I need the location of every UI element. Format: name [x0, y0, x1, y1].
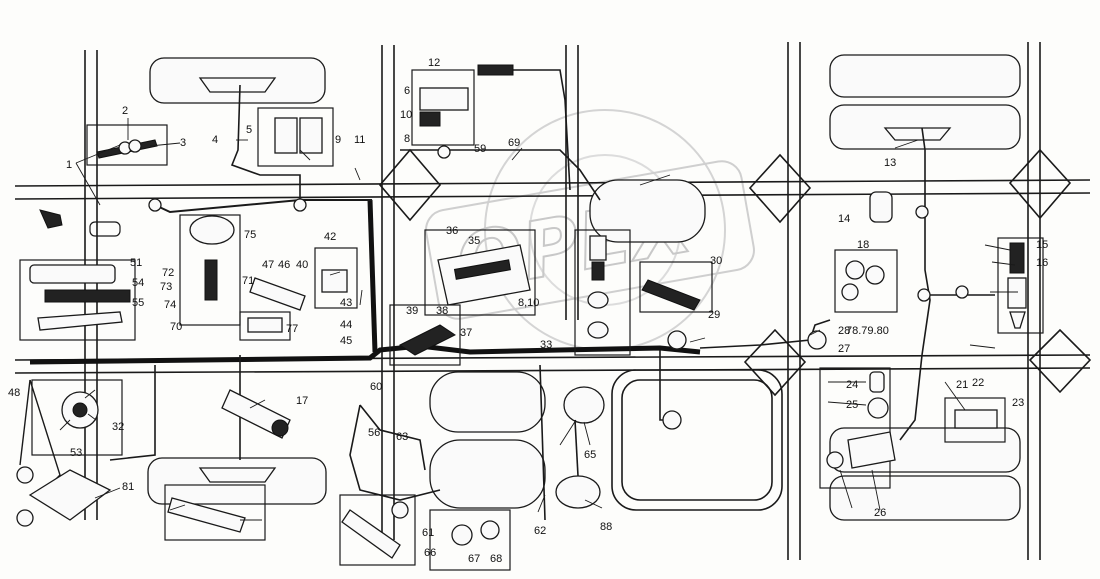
callout-69: 69 [508, 137, 520, 149]
callout-59: 59 [474, 143, 486, 155]
air-tanks [429, 179, 706, 509]
callout-35: 35 [468, 235, 480, 247]
callout-54: 54 [132, 277, 144, 289]
callout-47: 47 [262, 259, 274, 271]
callout-27: 27 [838, 343, 850, 355]
front-wheels [147, 57, 327, 505]
callout-44: 44 [340, 319, 352, 331]
callout-51: 51 [130, 257, 142, 269]
callout-48: 48 [8, 387, 20, 399]
callout-12: 12 [428, 57, 440, 69]
callout-61: 61 [422, 527, 434, 539]
callout-21: 21 [956, 379, 968, 391]
callout-68: 68 [490, 553, 502, 565]
callout-26: 26 [874, 507, 886, 519]
callout-38: 38 [436, 305, 448, 317]
callout-23: 23 [1012, 397, 1024, 409]
callout-39: 39 [406, 305, 418, 317]
callout-65: 65 [584, 449, 596, 461]
callout-42: 42 [324, 231, 336, 243]
callout-88: 88 [600, 521, 612, 533]
callout-77: 77 [286, 323, 298, 335]
callout-29: 29 [708, 309, 720, 321]
callout-18: 18 [857, 239, 869, 251]
callout-16: 16 [1036, 257, 1048, 269]
callout-45: 45 [340, 335, 352, 347]
callout-15: 15 [1036, 239, 1048, 251]
component-boxes [16, 64, 1044, 571]
callout-73: 73 [160, 281, 172, 293]
callout-13: 13 [884, 157, 896, 169]
callout-37: 37 [460, 327, 472, 339]
callout-81: 81 [122, 481, 134, 493]
callout-labels: 1 2 3 4 5 6 8 9 10 11 12 13 14 15 16 17 … [8, 57, 1048, 565]
callout-4: 4 [212, 134, 218, 146]
callout-56: 56 [368, 427, 380, 439]
callout-70: 70 [170, 321, 182, 333]
callout-30: 30 [710, 255, 722, 267]
callout-28: 28 [838, 325, 850, 337]
callout-72: 72 [162, 267, 174, 279]
callout-63: 63 [396, 431, 408, 443]
callout-25: 25 [846, 399, 858, 411]
callout-2: 2 [122, 105, 128, 117]
callout-9: 9 [335, 134, 341, 146]
callout-22: 22 [972, 377, 984, 389]
callout-1: 1 [66, 159, 72, 171]
callout-75: 75 [244, 229, 256, 241]
callout-66: 66 [424, 547, 436, 559]
callout-71: 71 [242, 275, 254, 287]
callout-74: 74 [164, 299, 176, 311]
callout-62: 62 [534, 525, 546, 537]
callout-14: 14 [838, 213, 850, 225]
callout-55: 55 [132, 297, 144, 309]
callout-8: 8 [404, 133, 410, 145]
callout-67: 67 [468, 553, 480, 565]
callout-33: 33 [540, 339, 552, 351]
chassis-frame [14, 42, 1092, 560]
callout-40: 40 [296, 259, 308, 271]
callout-36: 36 [446, 225, 458, 237]
callout-6: 6 [404, 85, 410, 97]
callout-10: 10 [400, 109, 412, 121]
callout-5: 5 [246, 124, 252, 136]
callout-8-10: 8,10 [518, 297, 539, 309]
callout-32: 32 [112, 421, 124, 433]
callout-17: 17 [296, 395, 308, 407]
callout-11: 11 [354, 134, 365, 146]
callout-53: 53 [70, 447, 82, 459]
callout-3: 3 [180, 137, 186, 149]
cab-outline [611, 369, 783, 511]
leader-lines [59, 118, 1018, 521]
callout-46: 46 [278, 259, 290, 271]
callout-60: 60 [370, 381, 382, 393]
callout-78-79-80: 78.79.80 [846, 325, 889, 337]
callout-24: 24 [846, 379, 858, 391]
callout-43: 43 [340, 297, 352, 309]
